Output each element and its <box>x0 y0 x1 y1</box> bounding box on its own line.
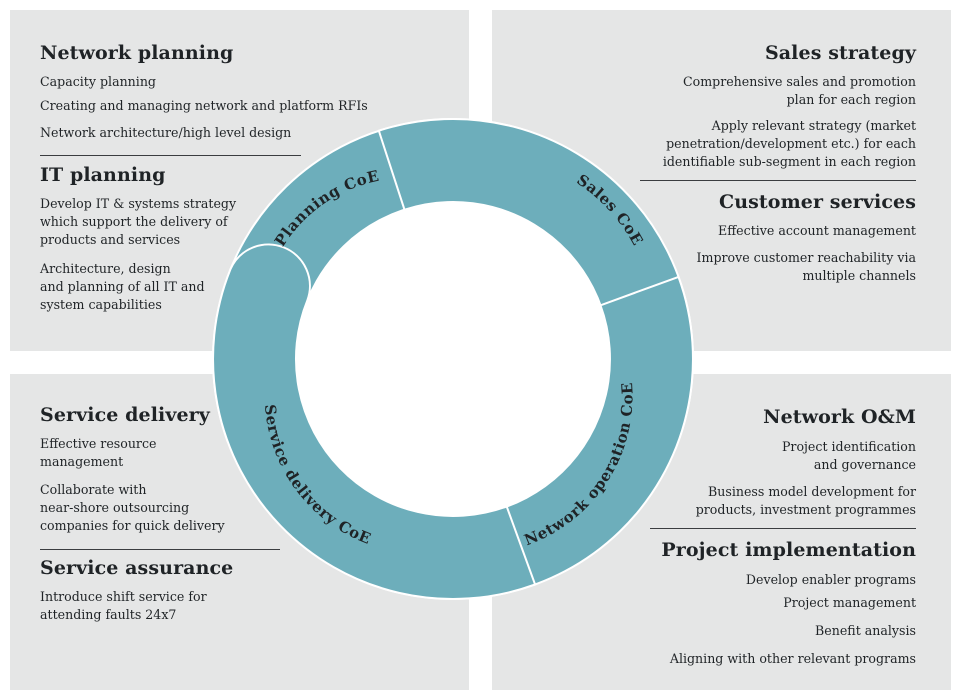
customer-services-heading: Customer services <box>718 191 916 213</box>
service-assurance-item: attending faults 24x7 <box>40 607 177 622</box>
network-om-item: and governance <box>813 457 916 472</box>
service-delivery-item: near-shore outsourcing <box>40 500 190 515</box>
it-planning-item: which support the delivery of <box>40 214 228 229</box>
project-implementation-item: Project management <box>783 595 916 610</box>
it-planning-item: and planning of all IT and <box>40 279 205 294</box>
service-delivery-item: Collaborate with <box>40 482 147 497</box>
project-implementation-heading: Project implementation <box>661 539 916 561</box>
project-implementation-item: Aligning with other relevant programs <box>669 651 916 666</box>
it-planning-item: system capabilities <box>40 297 162 312</box>
service-delivery-item: companies for quick delivery <box>40 518 225 533</box>
network-planning-item: Creating and managing network and platfo… <box>40 98 368 113</box>
sales-strategy-item: penetration/development etc.) for each <box>666 136 916 151</box>
network-planning-item: Network architecture/high level design <box>40 125 292 140</box>
network-planning-heading: Network planning <box>40 42 234 64</box>
it-planning-heading: IT planning <box>40 164 166 186</box>
service-delivery-item: management <box>40 454 124 469</box>
sales-strategy-item: Comprehensive sales and promotion <box>682 74 916 89</box>
section-divider <box>640 180 916 181</box>
customer-services-item: multiple channels <box>802 268 916 283</box>
service-delivery-heading: Service delivery <box>40 404 210 426</box>
project-implementation-item: Benefit analysis <box>815 623 916 638</box>
project-implementation-item: Develop enabler programs <box>745 572 916 587</box>
sales-strategy-item: plan for each region <box>786 92 916 107</box>
wheel-center <box>296 202 610 516</box>
it-planning-item: Develop IT & systems strategy <box>40 196 237 211</box>
service-delivery-item: Effective resource <box>40 436 157 451</box>
network-om-heading: Network O&M <box>763 406 916 428</box>
sales-strategy-item: identifiable sub-segment in each region <box>662 154 916 169</box>
customer-services-item: Improve customer reachability via <box>696 250 916 265</box>
network-planning-item: Capacity planning <box>40 74 156 89</box>
it-planning-item: Architecture, design <box>40 261 171 276</box>
network-om-item: Business model development for <box>707 484 916 499</box>
customer-services-item: Effective account management <box>718 223 916 238</box>
network-om-item: products, investment programmes <box>695 502 916 517</box>
section-divider <box>650 528 916 529</box>
sales-strategy-item: Apply relevant strategy (market <box>711 118 916 133</box>
it-planning-item: products and services <box>40 232 181 247</box>
network-om-item: Project identification <box>781 439 916 454</box>
section-divider <box>40 155 301 156</box>
service-assurance-item: Introduce shift service for <box>40 589 207 604</box>
service-assurance-heading: Service assurance <box>40 557 234 579</box>
sales-strategy-heading: Sales strategy <box>764 42 916 64</box>
section-divider <box>40 549 280 550</box>
